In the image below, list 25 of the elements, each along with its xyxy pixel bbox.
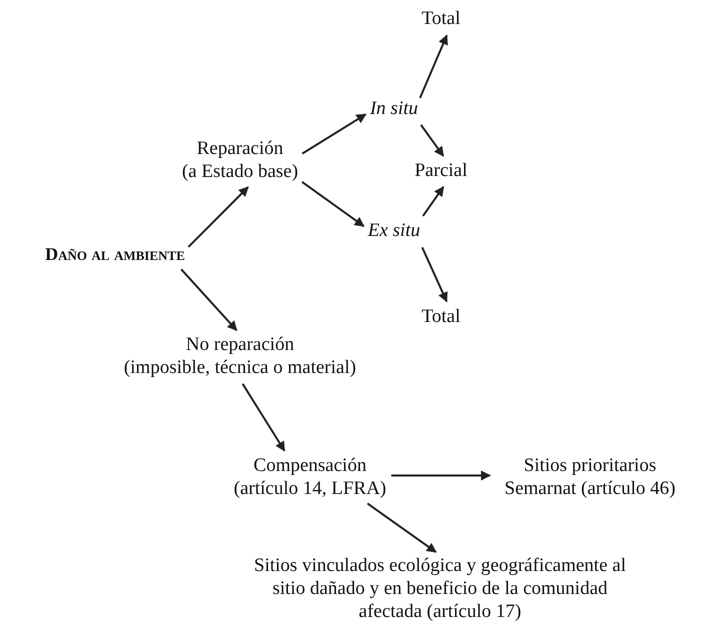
arrow: [242, 383, 286, 452]
text-label: Daño al ambiente: [45, 244, 185, 266]
text-label: Ex situ: [368, 220, 420, 243]
arrow: [180, 268, 238, 332]
arrow: [422, 186, 444, 216]
arrow: [302, 181, 365, 228]
parenthetical-note: (imposible, técnica o material): [124, 356, 356, 380]
arrow: [419, 34, 448, 98]
parenthetical-note: (a Estado base): [182, 160, 298, 184]
arrow: [188, 186, 249, 248]
text-label: No reparación: [184, 334, 296, 357]
text-label: Parcial: [414, 160, 468, 183]
text-label: Sitios vinculados ecológica y geográficamente al sitio dañado y en beneficio de la comunidad afectada (artículo 17): [249, 555, 631, 624]
arrow: [421, 246, 448, 302]
text-label: Sitios prioritarios Semarnat (artículo 46): [495, 455, 685, 501]
arrow: [391, 470, 491, 481]
arrow: [366, 502, 437, 553]
text-label: In situ: [370, 98, 418, 121]
text-label: Total: [422, 306, 460, 329]
parenthetical-note: (artículo 14, LFRA): [234, 478, 386, 501]
text-label: Total: [422, 8, 460, 31]
text-label: Reparación: [196, 138, 284, 161]
text-label: Compensación: [252, 455, 368, 478]
arrow: [420, 124, 444, 157]
arrow: [302, 113, 367, 154]
